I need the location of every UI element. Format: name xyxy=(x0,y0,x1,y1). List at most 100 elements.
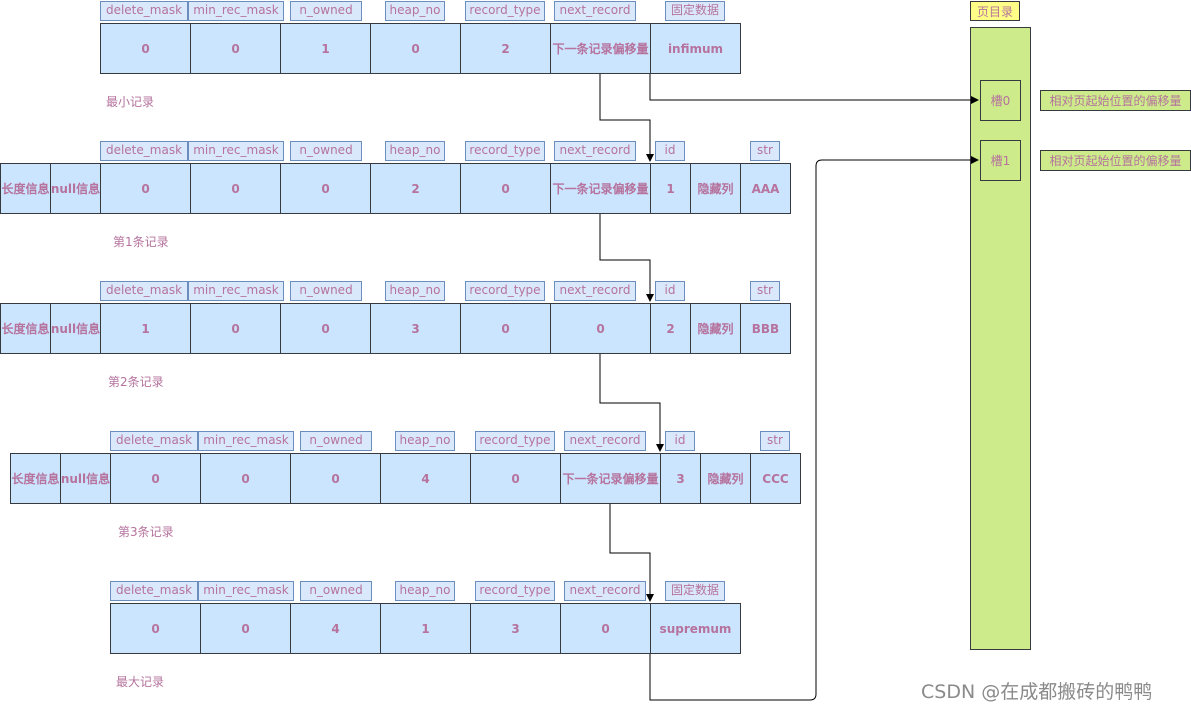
cell-id: 3 xyxy=(660,453,701,504)
page-directory-title: 页目录 xyxy=(970,1,1020,21)
csdn-watermark: CSDN @在成都搬砖的鸭鸭 xyxy=(921,681,1153,703)
field-header-record-type: record_type xyxy=(475,581,555,601)
cell-null-info: null信息 xyxy=(50,303,101,354)
record-caption: 最小记录 xyxy=(106,95,155,109)
field-header-str: str xyxy=(750,141,780,161)
cell-id: 2 xyxy=(650,303,691,354)
cell-record-type: 0 xyxy=(460,163,551,214)
next-record-arrow-infimum-to-1 xyxy=(599,74,654,162)
cell-next-record: 0 xyxy=(560,603,651,654)
cell-null-info: null信息 xyxy=(50,163,101,214)
field-header-n-owned: n_owned xyxy=(290,1,362,21)
slot-0-offset-note: 相对页起始位置的偏移量 xyxy=(1040,90,1191,111)
cell-n-owned: 0 xyxy=(280,163,371,214)
cell-min-rec-mask: 0 xyxy=(190,303,281,354)
cell-n-owned: 0 xyxy=(280,303,371,354)
cell-next-record: 下一条记录偏移量 xyxy=(560,453,661,504)
field-header-fixed-data: 固定数据 xyxy=(665,1,725,21)
cell-heap-no: 2 xyxy=(370,163,461,214)
next-record-arrow-1-to-2 xyxy=(599,214,654,302)
field-header-id: id xyxy=(655,141,685,161)
field-header-id: id xyxy=(665,431,695,451)
field-header-record-type: record_type xyxy=(465,141,545,161)
field-header-next-record: next_record xyxy=(564,581,646,601)
slot-0: 槽0 xyxy=(980,80,1021,121)
page-directory-column xyxy=(970,27,1031,650)
record-caption: 第3条记录 xyxy=(118,525,174,539)
cell-next-record: 下一条记录偏移量 xyxy=(550,23,651,74)
cell-delete-mask: 0 xyxy=(110,453,201,504)
record-caption: 最大记录 xyxy=(116,675,165,689)
field-header-fixed-data: 固定数据 xyxy=(665,581,725,601)
record-caption: 第2条记录 xyxy=(108,375,164,389)
field-header-min-rec-mask: min_rec_mask xyxy=(198,581,294,601)
cell-length-info: 长度信息 xyxy=(0,163,51,214)
field-header-heap-no: heap_no xyxy=(385,281,445,301)
cell-record-type: 2 xyxy=(460,23,551,74)
cell-fixed-data: infimum xyxy=(650,23,741,74)
cell-hidden-columns: 隐藏列 xyxy=(690,163,741,214)
field-header-delete-mask: delete_mask xyxy=(100,281,188,301)
cell-str: CCC xyxy=(750,453,801,504)
cell-fixed-data: supremum xyxy=(650,603,741,654)
slot-1-pointer-arrow xyxy=(649,156,979,701)
cell-str: AAA xyxy=(740,163,791,214)
cell-str: BBB xyxy=(740,303,791,354)
field-header-str: str xyxy=(760,431,790,451)
cell-min-rec-mask: 0 xyxy=(190,163,281,214)
field-header-delete-mask: delete_mask xyxy=(100,141,188,161)
next-record-arrow-2-to-3 xyxy=(599,354,664,452)
cell-length-info: 长度信息 xyxy=(10,453,61,504)
field-header-record-type: record_type xyxy=(475,431,555,451)
cell-n-owned: 4 xyxy=(290,603,381,654)
field-header-record-type: record_type xyxy=(465,281,545,301)
cell-heap-no: 3 xyxy=(370,303,461,354)
cell-id: 1 xyxy=(650,163,691,214)
cell-next-record: 下一条记录偏移量 xyxy=(550,163,651,214)
cell-delete-mask: 0 xyxy=(100,23,191,74)
cell-next-record: 0 xyxy=(550,303,651,354)
field-header-n-owned: n_owned xyxy=(300,581,372,601)
field-header-n-owned: n_owned xyxy=(290,281,362,301)
cell-heap-no: 4 xyxy=(380,453,471,504)
field-header-delete-mask: delete_mask xyxy=(100,1,188,21)
cell-min-rec-mask: 0 xyxy=(200,603,291,654)
field-header-next-record: next_record xyxy=(554,141,636,161)
cell-null-info: null信息 xyxy=(60,453,111,504)
field-header-n-owned: n_owned xyxy=(300,431,372,451)
cell-heap-no: 1 xyxy=(380,603,471,654)
field-header-id: id xyxy=(655,281,685,301)
field-header-heap-no: heap_no xyxy=(385,141,445,161)
field-header-min-rec-mask: min_rec_mask xyxy=(188,1,284,21)
cell-min-rec-mask: 0 xyxy=(200,453,291,504)
field-header-heap-no: heap_no xyxy=(395,581,455,601)
field-header-min-rec-mask: min_rec_mask xyxy=(188,281,284,301)
slot-0-pointer-arrow xyxy=(649,74,979,104)
cell-delete-mask: 0 xyxy=(100,163,191,214)
slot-1-offset-note: 相对页起始位置的偏移量 xyxy=(1040,150,1191,171)
field-header-min-rec-mask: min_rec_mask xyxy=(188,141,284,161)
cell-n-owned: 0 xyxy=(290,453,381,504)
cell-record-type: 0 xyxy=(470,453,561,504)
field-header-heap-no: heap_no xyxy=(395,431,455,451)
field-header-record-type: record_type xyxy=(465,1,545,21)
field-header-heap-no: heap_no xyxy=(385,1,445,21)
cell-hidden-columns: 隐藏列 xyxy=(690,303,741,354)
field-header-delete-mask: delete_mask xyxy=(110,581,198,601)
field-header-next-record: next_record xyxy=(554,1,636,21)
field-header-next-record: next_record xyxy=(554,281,636,301)
cell-record-type: 0 xyxy=(460,303,551,354)
cell-delete-mask: 0 xyxy=(110,603,201,654)
cell-hidden-columns: 隐藏列 xyxy=(700,453,751,504)
field-header-n-owned: n_owned xyxy=(290,141,362,161)
slot-1: 槽1 xyxy=(980,140,1021,181)
field-header-min-rec-mask: min_rec_mask xyxy=(198,431,294,451)
field-header-next-record: next_record xyxy=(564,431,646,451)
cell-heap-no: 0 xyxy=(370,23,461,74)
field-header-str: str xyxy=(750,281,780,301)
cell-n-owned: 1 xyxy=(280,23,371,74)
record-caption: 第1条记录 xyxy=(113,235,169,249)
next-record-arrow-3-to-supremum xyxy=(609,504,654,602)
field-header-delete-mask: delete_mask xyxy=(110,431,198,451)
